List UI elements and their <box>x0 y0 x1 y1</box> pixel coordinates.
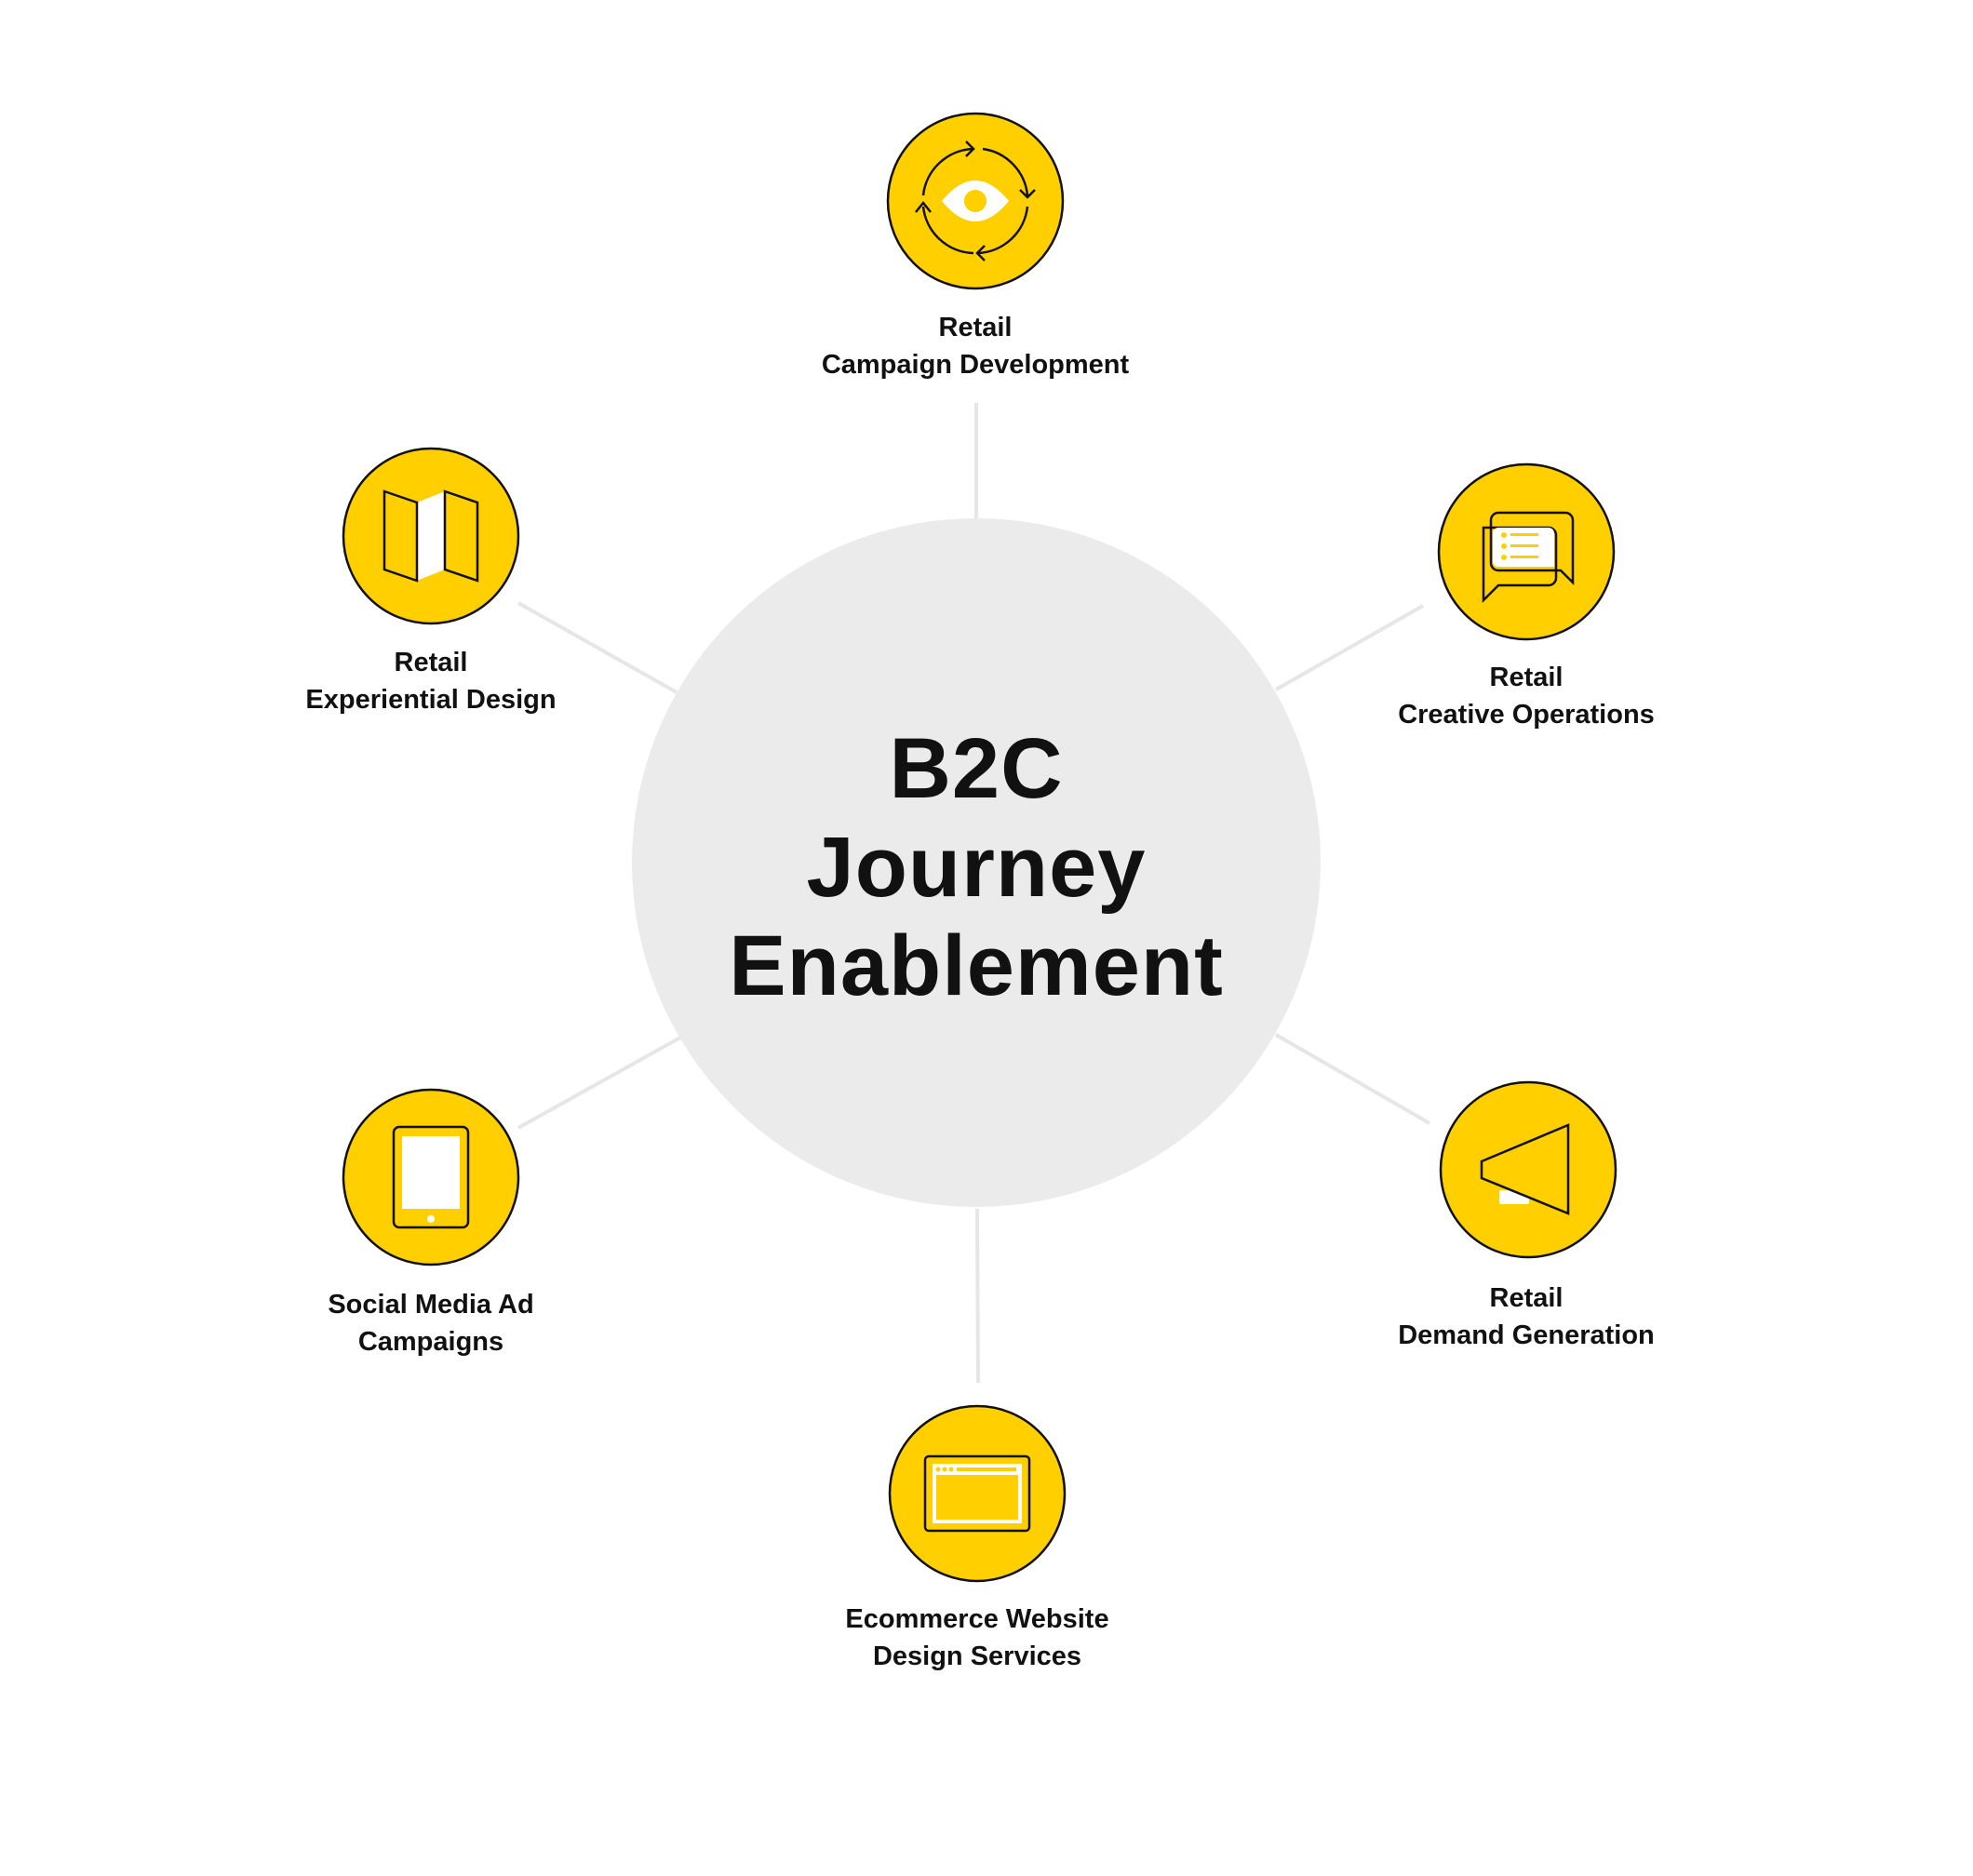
node-label-creative-operations: Retail Creative Operations <box>1312 659 1740 733</box>
connectors <box>517 403 1430 1384</box>
node-label-ecommerce-website: Ecommerce Website Design Services <box>763 1601 1191 1675</box>
label-line: Retail <box>1489 1283 1564 1313</box>
label-line: Campaigns <box>357 1327 504 1357</box>
hub-title-line-2: Journey <box>806 820 1147 915</box>
label-line: Design Services <box>872 1642 1082 1671</box>
label-line: Retail <box>1489 663 1564 692</box>
tablet-icon <box>342 1088 520 1266</box>
hub-circle <box>632 518 1321 1207</box>
label-line: Creative Operations <box>1398 700 1655 730</box>
chat-bubbles-list-icon <box>1437 462 1616 641</box>
node-label-social-media-ads: Social Media Ad Campaigns <box>217 1286 645 1360</box>
connector-top-right <box>1275 604 1424 691</box>
connector-top-left <box>517 601 678 694</box>
label-line: Retail <box>938 313 1013 342</box>
eye-cycle-icon <box>886 112 1065 290</box>
label-line: Retail <box>394 648 468 677</box>
node-label-campaign-development: Retail Campaign Development <box>761 309 1189 383</box>
browser-window-icon <box>888 1404 1067 1583</box>
connector-bottom-left <box>517 1036 681 1130</box>
connector-bottom <box>975 1208 980 1384</box>
label-line: Experiential Design <box>305 685 557 715</box>
node-label-experiential-design: Retail Experiential Design <box>217 644 645 718</box>
label-line: Demand Generation <box>1398 1320 1655 1350</box>
folded-map-icon <box>342 447 520 625</box>
hub-title-line-1: B2C <box>889 721 1064 816</box>
label-line: Campaign Development <box>821 350 1130 380</box>
label-line: Social Media Ad <box>328 1290 534 1320</box>
node-label-demand-generation: Retail Demand Generation <box>1312 1280 1740 1354</box>
label-line: Ecommerce Website <box>845 1604 1109 1634</box>
connector-bottom-right <box>1275 1033 1430 1125</box>
hub-title-line-3: Enablement <box>729 918 1224 1013</box>
megaphone-icon <box>1439 1080 1617 1259</box>
